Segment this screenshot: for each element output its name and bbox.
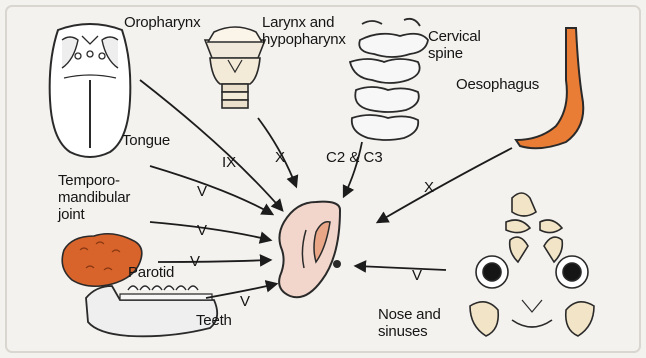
label-teeth: Teeth [196, 312, 232, 329]
label-parotid: Parotid [128, 264, 174, 281]
tongue-illustration [50, 24, 131, 157]
nerve-label-tmj: V [197, 223, 207, 238]
skull-sinuses-illustration [470, 193, 594, 336]
label-tmj: Temporo- mandibular joint [58, 172, 130, 223]
nerve-label-oropharynx: IX [222, 155, 236, 170]
arrow-oesophagus [378, 148, 512, 222]
arrow-nose [356, 266, 446, 270]
larynx-illustration [205, 27, 265, 108]
label-nose: Nose and sinuses [378, 306, 441, 340]
arrow-parotid [158, 260, 270, 262]
nerve-label-oesophagus: X [424, 180, 434, 195]
arrow-tmj [150, 222, 270, 240]
label-tongue: Tongue [122, 132, 170, 149]
nerve-label-teeth: V [240, 294, 250, 309]
label-larynx: Larynx and hypopharynx [262, 14, 346, 48]
nerve-label-nose: V [412, 268, 422, 283]
ear-illustration [279, 202, 341, 298]
nerve-label-parotid: V [190, 254, 200, 269]
nerve-label-larynx: X [275, 150, 285, 165]
nerve-label-tongue: V [197, 184, 207, 199]
label-oesophagus: Oesophagus [456, 76, 539, 93]
arrow-tongue [150, 166, 272, 214]
cervical-spine-illustration [350, 19, 428, 140]
label-cervical-spine: Cervical spine [428, 28, 481, 62]
label-oropharynx: Oropharynx [124, 14, 200, 31]
nerve-label-cervical-spine: C2 & C3 [326, 150, 383, 165]
